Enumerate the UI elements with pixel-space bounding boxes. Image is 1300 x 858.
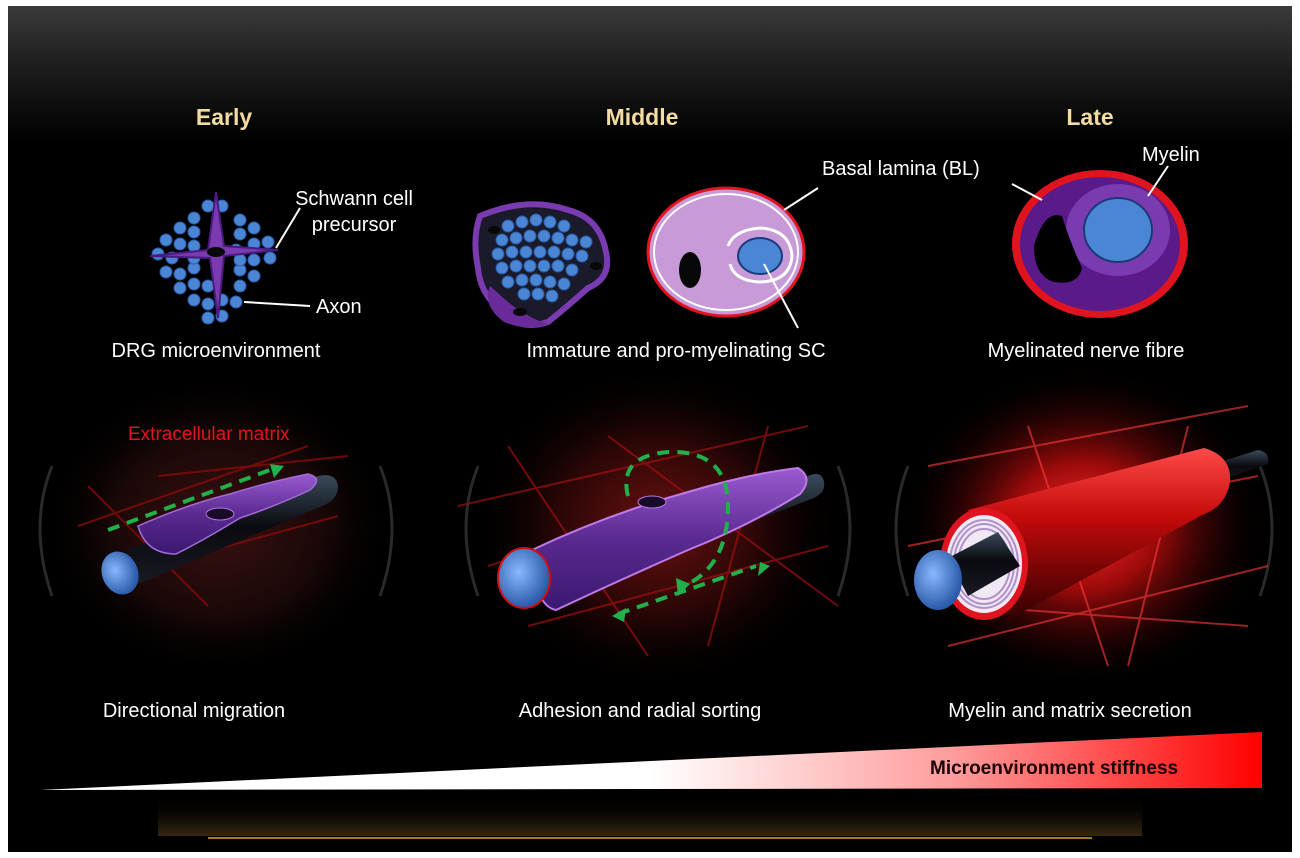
- process-middle: Adhesion and radial sorting: [518, 700, 762, 722]
- basal-lamina-label: Basal lamina (BL): [822, 158, 980, 180]
- myelin-label: Myelin: [1142, 144, 1200, 166]
- myelinated-axon-3d-icon: [894, 366, 1274, 686]
- stiffness-wedge-icon: [40, 732, 1262, 790]
- schwann-label-line1: Schwann cell: [295, 188, 413, 210]
- migrating-sc-icon: [38, 376, 394, 676]
- sc-cluster-icon: [149, 191, 311, 325]
- ecm-label: Extracellular matrix: [128, 424, 290, 445]
- stage-title-late: Late: [1066, 104, 1114, 130]
- schwann-label-line2: precursor: [311, 214, 397, 236]
- caption-middle: Immature and pro-myelinating SC: [526, 340, 826, 362]
- stage-title-early: Early: [195, 104, 253, 130]
- myelinated-fibre-icon: [1011, 165, 1188, 318]
- caption-early: DRG microenvironment: [111, 340, 321, 362]
- process-late: Myelin and matrix secretion: [948, 700, 1192, 722]
- figure-canvas: Early Middle Late Schwann cell precursor…: [8, 6, 1292, 852]
- axon-label: Axon: [316, 296, 362, 318]
- process-early: Directional migration: [102, 700, 286, 722]
- sc-promyelinating-icon: [646, 186, 819, 329]
- radial-sorting-sc-icon: [457, 366, 852, 686]
- stiffness-label: Microenvironment stiffness: [930, 758, 1179, 779]
- figure-graphics: [38, 165, 1274, 839]
- caption-late: Myelinated nerve fibre: [987, 340, 1185, 362]
- stage-title-middle: Middle: [605, 104, 679, 130]
- sc-sorting-icon: [472, 201, 611, 328]
